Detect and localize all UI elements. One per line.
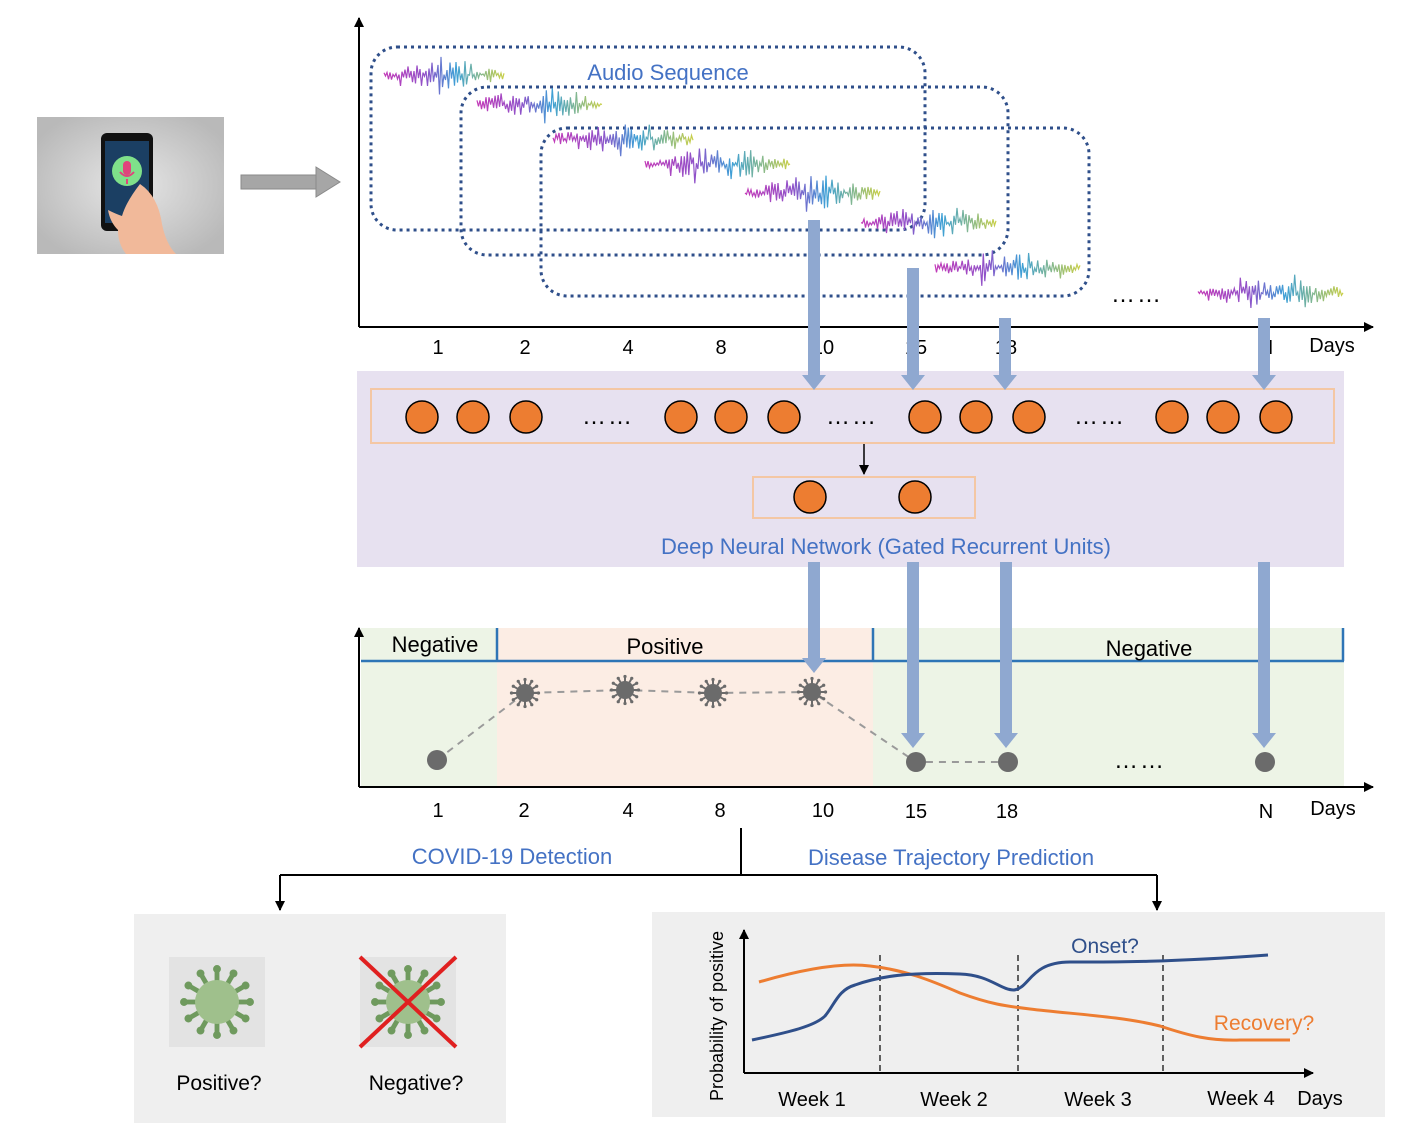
virus-negative-image xyxy=(358,955,458,1049)
gru-node xyxy=(908,400,942,434)
sequence-box xyxy=(370,388,1335,444)
hidden-box xyxy=(752,476,976,519)
onset-curve xyxy=(751,953,1269,1042)
gru-node xyxy=(1155,400,1189,434)
region-label-negative-1: Negative xyxy=(392,632,479,657)
week-label-1: Week 1 xyxy=(778,1089,845,1111)
audio-waveform xyxy=(860,207,997,239)
virus-icon xyxy=(371,965,445,1039)
gru-hidden-node xyxy=(793,480,827,514)
week-label-4: Week 4 xyxy=(1207,1088,1274,1110)
week-label-2: Week 2 xyxy=(920,1089,987,1111)
flow-arrow xyxy=(993,318,1017,390)
status-tick-5: 10 xyxy=(812,800,834,822)
recovery-curve xyxy=(758,963,1290,1042)
gru-node xyxy=(456,400,490,434)
top-x-ticks: 1 2 4 8 10 15 18 N Days xyxy=(432,335,1354,359)
flow-arrow xyxy=(1252,562,1276,748)
gru-nodes xyxy=(405,400,1293,514)
status-tick-7: 18 xyxy=(996,801,1018,823)
gru-node xyxy=(1012,400,1046,434)
gru-node xyxy=(509,400,543,434)
recovery-label: Recovery? xyxy=(1214,1012,1314,1035)
flow-arrow xyxy=(994,562,1018,748)
top-tick-3: 4 xyxy=(622,337,633,359)
audio-window-boxes xyxy=(369,45,1091,298)
status-tick-8: N xyxy=(1259,801,1273,823)
network-ellipsis-2: …… xyxy=(826,403,878,430)
network-ellipsis-1: …… xyxy=(582,403,634,430)
week-labels: Week 1 Week 2 Week 3 Week 4 Days xyxy=(778,1088,1343,1111)
audio-waveform xyxy=(552,124,694,157)
network-ellipsis-3: …… xyxy=(1074,403,1126,430)
status-tick-3: 4 xyxy=(622,800,633,822)
status-point-negative xyxy=(906,752,926,772)
audio-waveforms xyxy=(383,56,1344,308)
branch-lines xyxy=(275,828,1162,911)
status-axes xyxy=(354,627,1374,792)
detection-positive-label: Positive? xyxy=(176,1072,261,1095)
status-tick-4: 8 xyxy=(714,800,725,822)
audio-waveform xyxy=(383,56,505,95)
week-label-3: Week 3 xyxy=(1064,1089,1131,1111)
gru-node xyxy=(959,400,993,434)
status-tick-2: 2 xyxy=(518,800,529,822)
flow-arrow xyxy=(901,562,925,748)
trajectory-x-unit: Days xyxy=(1297,1088,1343,1110)
audio-waveform xyxy=(644,148,791,184)
virus-icon xyxy=(180,965,254,1039)
branch-label-trajectory: Disease Trajectory Prediction xyxy=(808,845,1094,870)
status-tick-1: 1 xyxy=(432,800,443,822)
status-bracket xyxy=(361,628,1345,663)
status-x-ticks: 1 2 4 8 10 15 18 N Days xyxy=(432,798,1355,823)
status-ellipsis: …… xyxy=(1114,747,1166,774)
top-tick-2: 2 xyxy=(519,337,530,359)
flow-arrow xyxy=(802,562,826,673)
top-tick-4: 8 xyxy=(715,337,726,359)
gru-node xyxy=(405,400,439,434)
audio-waveform xyxy=(744,175,881,212)
network-title: Deep Neural Network (Gated Recurrent Uni… xyxy=(661,534,1111,559)
flow-arrow xyxy=(1252,318,1276,390)
region-label-positive: Positive xyxy=(626,634,703,659)
top-axes xyxy=(354,17,1374,332)
gru-hidden-node xyxy=(898,480,932,514)
virus-icon xyxy=(509,677,541,709)
trajectory-axes xyxy=(739,929,1314,1078)
gru-node xyxy=(1259,400,1293,434)
flow-arrow xyxy=(802,220,826,390)
virus-icons xyxy=(509,674,828,709)
flow-arrow xyxy=(901,268,925,390)
detection-negative-label: Negative? xyxy=(369,1072,464,1095)
gru-node xyxy=(714,400,748,434)
virus-icon xyxy=(796,676,828,708)
virus-icon xyxy=(697,677,729,709)
status-point-negative xyxy=(998,752,1018,772)
branch-label-detection: COVID-19 Detection xyxy=(412,844,613,869)
virus-positive-image xyxy=(169,957,265,1047)
flow-arrows xyxy=(802,220,1276,748)
virus-icon xyxy=(609,674,641,706)
gru-node xyxy=(1206,400,1240,434)
gru-node xyxy=(767,400,801,434)
trajectory-ylabel: Probability of positive xyxy=(707,931,727,1101)
status-tick-6: 15 xyxy=(905,801,927,823)
trajectory-panel xyxy=(652,912,1385,1117)
status-point-negative xyxy=(427,750,447,770)
audio-sequence-title: Audio Sequence xyxy=(587,60,748,85)
top-tick-1: 1 xyxy=(432,337,443,359)
audio-waveform xyxy=(476,88,603,124)
top-x-unit: Days xyxy=(1309,335,1355,357)
audio-waveform xyxy=(934,250,1081,286)
input-arrow xyxy=(240,166,341,198)
onset-label: Onset? xyxy=(1071,935,1139,958)
status-point-negative xyxy=(1255,752,1275,772)
gru-node xyxy=(664,400,698,434)
region-label-negative-2: Negative xyxy=(1106,636,1193,661)
audio-waveform xyxy=(1197,274,1344,308)
top-ellipsis: …… xyxy=(1111,281,1163,308)
phone-microphone-image xyxy=(37,117,224,254)
status-x-unit: Days xyxy=(1310,798,1356,820)
